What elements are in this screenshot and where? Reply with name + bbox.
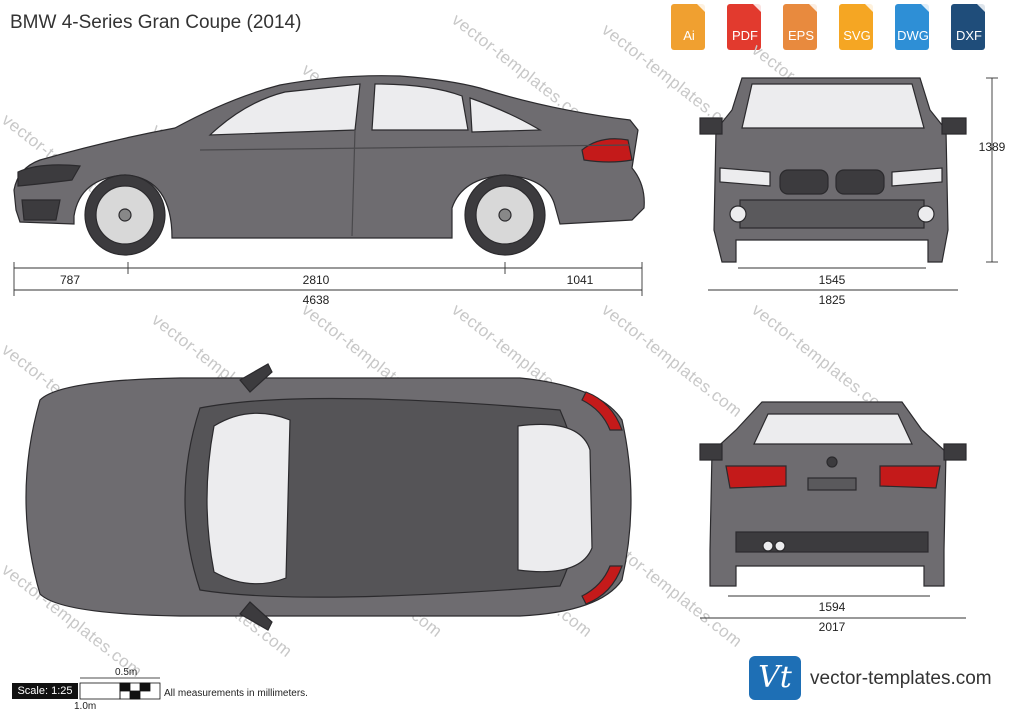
brand-logo: Vt — [749, 656, 801, 700]
brand-site[interactable]: vector-templates.com — [810, 668, 992, 689]
scale-one-meter: 1.0m — [74, 701, 97, 712]
dim-height: 1389 — [978, 140, 1006, 154]
ai-file-icon[interactable]: Ai — [669, 4, 709, 50]
dim-length: 4638 — [302, 293, 330, 307]
dim-front-track: 1545 — [818, 273, 846, 287]
svg-file-icon[interactable]: SVG — [837, 4, 877, 50]
top-view — [25, 363, 632, 631]
dim-front-overhang: 787 — [59, 273, 81, 287]
dim-width: 1825 — [818, 293, 846, 307]
units-note: All measurements in millimeters. — [164, 688, 308, 699]
dimension-lines — [13, 77, 998, 619]
rear-view — [699, 401, 967, 587]
format-label: EPS — [787, 28, 814, 43]
dim-rear-track: 1594 — [818, 600, 846, 614]
dxf-file-icon[interactable]: DXF — [949, 4, 989, 50]
dim-wheelbase: 2810 — [302, 273, 330, 287]
scale-half-meter: 0.5m — [115, 667, 138, 678]
format-label: Ai — [683, 28, 695, 43]
scale-bar — [79, 677, 161, 700]
front-view — [699, 77, 967, 263]
dim-width-mirrors: 2017 — [818, 620, 846, 634]
scale-label: Scale: 1:25 — [12, 683, 78, 699]
side-view — [13, 75, 645, 256]
format-label: DXF — [956, 28, 982, 43]
dwg-file-icon[interactable]: DWG — [893, 4, 933, 50]
format-label: PDF — [732, 28, 758, 43]
page-title: BMW 4-Series Gran Coupe (2014) — [10, 12, 302, 33]
eps-file-icon[interactable]: EPS — [781, 4, 821, 50]
format-label: SVG — [843, 28, 871, 43]
dim-rear-overhang: 1041 — [566, 273, 594, 287]
format-label: DWG — [897, 28, 929, 43]
pdf-file-icon[interactable]: PDF — [725, 4, 765, 50]
